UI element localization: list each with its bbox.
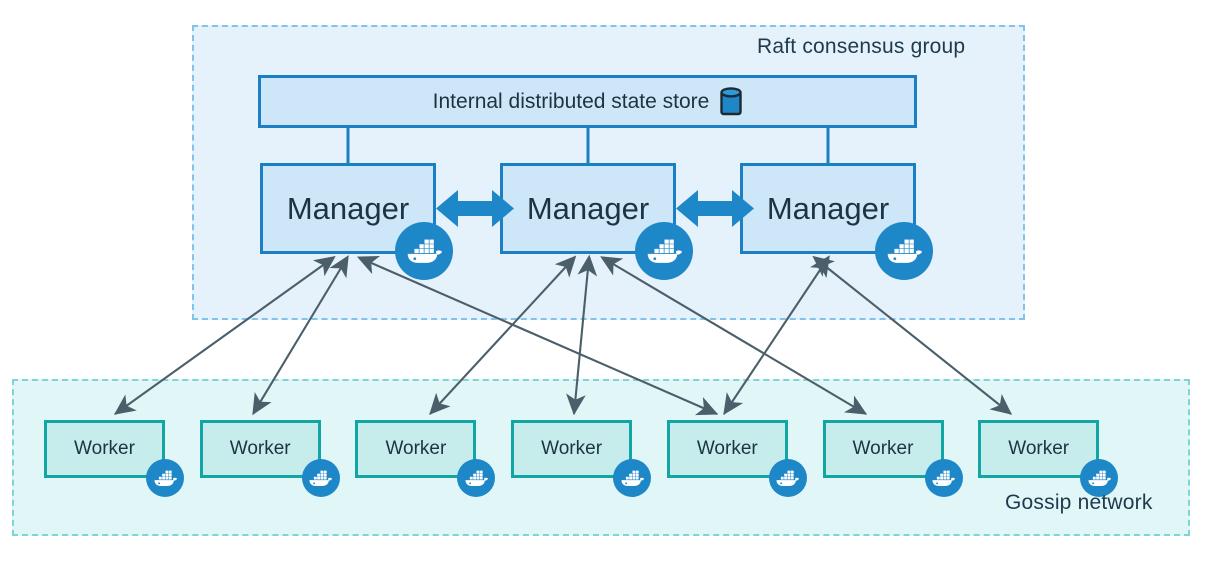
- raft-consensus-group-label: Raft consensus group: [757, 35, 966, 58]
- docker-whale-icon-worker-2: [301, 459, 340, 497]
- worker-node-2[interactable]: Worker: [199, 420, 321, 478]
- worker-node-1[interactable]: Worker: [44, 420, 165, 478]
- worker-label: Worker: [385, 438, 447, 459]
- manager-label: Manager: [286, 190, 410, 226]
- worker-node-3[interactable]: Worker: [355, 420, 477, 478]
- state-store-label: Internal distributed state store: [432, 89, 710, 113]
- internal-state-store-box[interactable]: Internal distributed state store: [258, 75, 917, 128]
- docker-whale-icon-worker-7: [1080, 459, 1119, 497]
- worker-label: Worker: [852, 438, 914, 459]
- gossip-network-label: Gossip network: [1005, 491, 1153, 514]
- manager-node-1[interactable]: Manager: [260, 163, 436, 254]
- worker-node-6[interactable]: Worker: [822, 420, 944, 478]
- worker-label: Worker: [74, 438, 135, 459]
- docker-whale-icon-worker-4: [613, 459, 652, 497]
- docker-whale-icon-manager-2: [635, 222, 693, 280]
- manager-label: Manager: [766, 190, 890, 226]
- worker-label: Worker: [229, 438, 291, 459]
- worker-node-7[interactable]: Worker: [978, 420, 1100, 478]
- worker-node-4[interactable]: Worker: [511, 420, 633, 478]
- worker-label: Worker: [541, 438, 603, 459]
- manager-worker-arrows: [113, 254, 1012, 416]
- worker-node-5[interactable]: Worker: [666, 420, 788, 478]
- database-cylinder-icon: [720, 86, 743, 117]
- docker-whale-icon-manager-3: [875, 222, 933, 280]
- store-to-manager-connectors: [346, 128, 830, 164]
- docker-whale-icon-manager-1: [395, 222, 453, 280]
- docker-whale-icon-worker-5: [768, 459, 807, 497]
- docker-whale-icon-worker-3: [457, 459, 496, 497]
- docker-whale-icon-worker-1: [146, 459, 184, 497]
- manager-label: Manager: [526, 190, 650, 226]
- worker-label: Worker: [696, 438, 758, 459]
- worker-label: Worker: [1008, 438, 1070, 459]
- docker-whale-icon-worker-6: [924, 459, 963, 497]
